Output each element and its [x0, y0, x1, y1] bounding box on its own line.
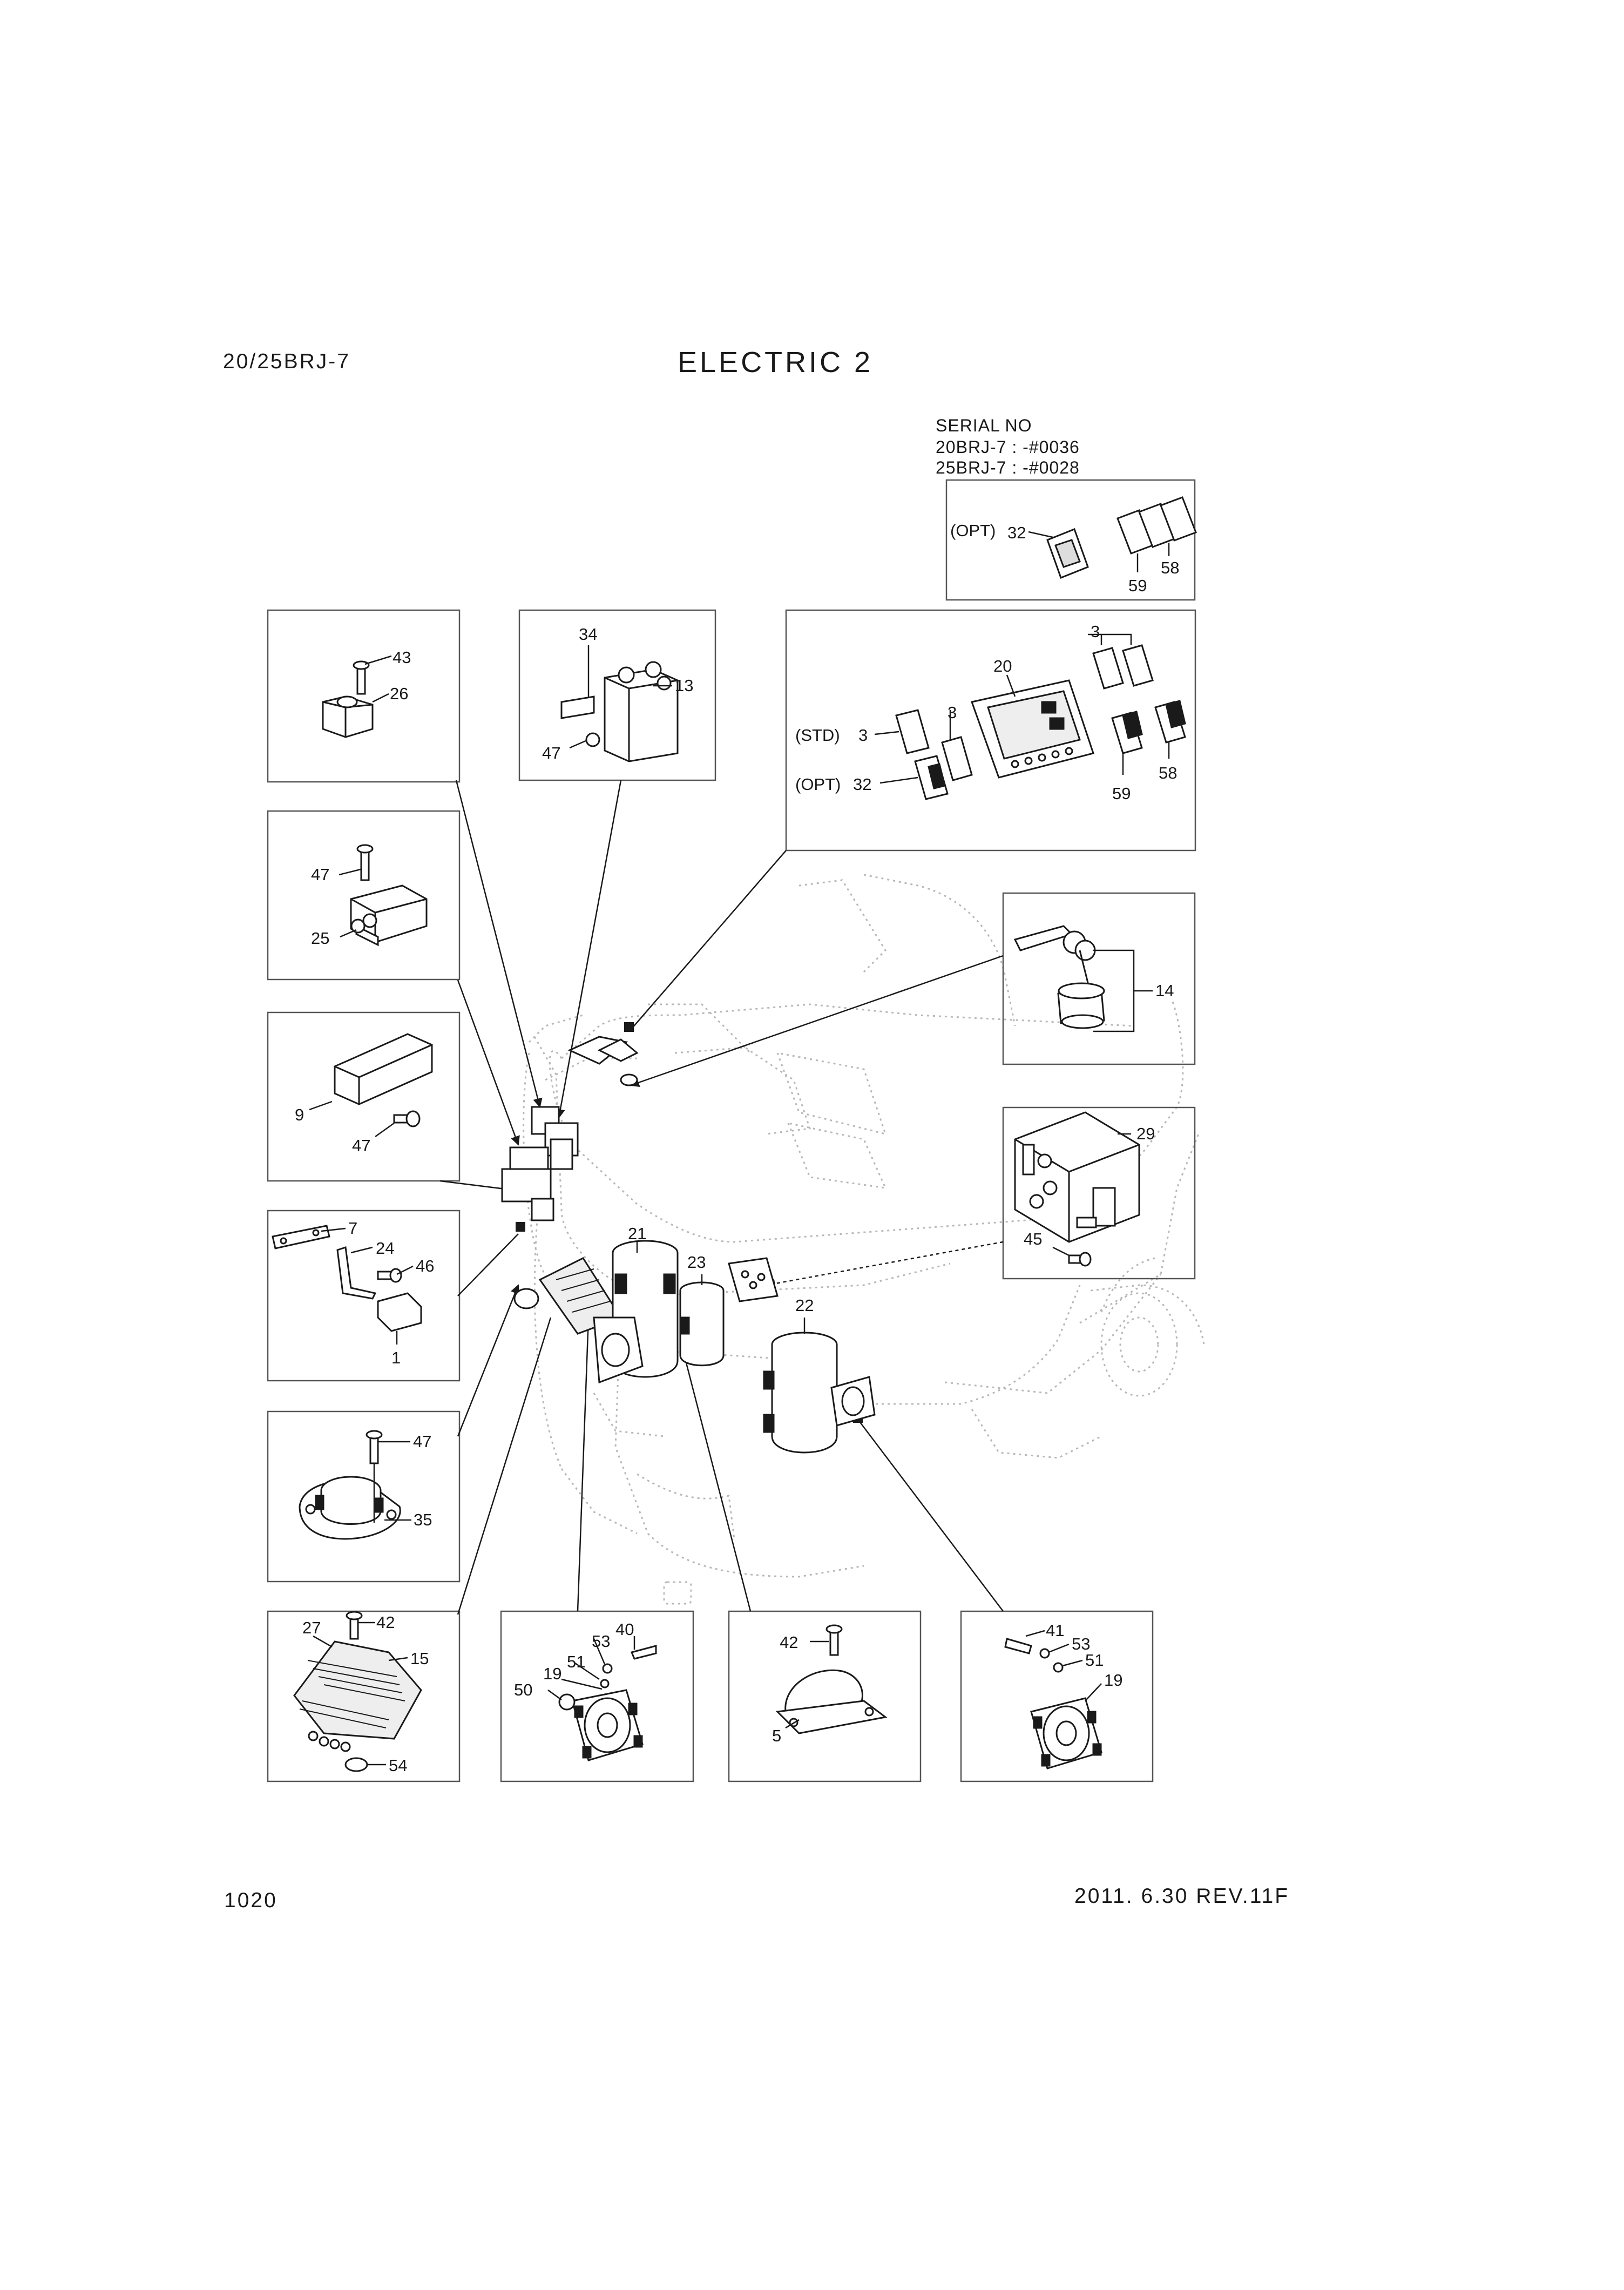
callout-26: 26: [390, 684, 408, 703]
callout-3-mid: 3: [948, 703, 957, 722]
fan-19-left-part: [558, 1645, 657, 1761]
callout-14: 14: [1155, 981, 1174, 1000]
callout-50: 50: [514, 1680, 532, 1699]
callout-13: 13: [675, 676, 693, 695]
serial-line-20brj: 20BRJ-7 : -#0036: [936, 437, 1080, 457]
callout-20: 20: [993, 657, 1012, 675]
leader-lines: [439, 780, 1004, 1615]
callout-42-fuse: 42: [376, 1613, 395, 1632]
relay-25-part: [350, 844, 428, 947]
box-display-20: [785, 609, 1196, 852]
switch-1-part: [272, 1225, 422, 1332]
callout-47-relay: 47: [311, 865, 329, 884]
converter-9-part: [334, 1033, 433, 1127]
callout-3-std: 3: [858, 726, 868, 745]
box-switch-1: [267, 1210, 461, 1382]
callout-53-left: 53: [592, 1632, 610, 1651]
callout-opt-display: (OPT): [795, 775, 841, 794]
callout-23: 23: [687, 1253, 706, 1272]
callout-51-left: 51: [567, 1652, 585, 1671]
callout-32-display: 32: [853, 775, 871, 794]
callout-3-top: 3: [1091, 622, 1100, 641]
callout-std: (STD): [795, 726, 840, 745]
callout-47-converter: 47: [352, 1136, 370, 1155]
box-contactor-13: [518, 609, 716, 781]
fuse-15-part: [293, 1611, 422, 1772]
callout-53-right: 53: [1072, 1634, 1090, 1653]
callout-47: 47: [542, 744, 560, 762]
callout-opt: (OPT): [950, 521, 996, 540]
contactor-part: [560, 661, 679, 762]
callout-43: 43: [393, 648, 411, 667]
truck-components: [501, 1036, 876, 1454]
callout-5: 5: [772, 1726, 781, 1745]
callout-35: 35: [414, 1510, 432, 1529]
key-switch-part: [1013, 925, 1105, 1029]
box-fan-19-left: [500, 1610, 694, 1782]
callout-32: 32: [1007, 523, 1026, 542]
page-number: 1020: [224, 1889, 278, 1912]
model-code: 20/25BRJ-7: [223, 350, 350, 373]
callout-34: 34: [579, 625, 597, 644]
callout-22: 22: [795, 1296, 814, 1315]
callout-59: 59: [1128, 576, 1147, 595]
callout-19-left: 19: [543, 1664, 561, 1683]
display-part: [895, 644, 1186, 800]
callout-27: 27: [302, 1618, 321, 1637]
callout-58: 58: [1161, 558, 1179, 577]
callout-51-right: 51: [1085, 1651, 1104, 1670]
fan-19-right-part: [1004, 1638, 1102, 1769]
page-title: ELECTRIC 2: [678, 346, 874, 379]
serial-option-leaders: [1028, 531, 1170, 572]
serial-heading: SERIAL NO: [936, 416, 1032, 435]
callout-7: 7: [348, 1219, 357, 1238]
buzzer-35-part: [299, 1430, 401, 1540]
callout-21: 21: [628, 1224, 646, 1243]
callout-58-display: 58: [1159, 764, 1177, 782]
box-fan-19-right: [960, 1610, 1154, 1782]
callout-40: 40: [615, 1620, 634, 1639]
box-serial-options: [945, 479, 1196, 601]
callout-41: 41: [1046, 1621, 1064, 1640]
box-buzzer-35: [267, 1410, 461, 1583]
horn-5-part: [775, 1624, 888, 1734]
box-controller-29: [1002, 1106, 1196, 1280]
relay-holder-part: [322, 660, 374, 738]
serial-option-switches: [1046, 496, 1197, 579]
part-boxes: [267, 479, 1196, 1782]
box-converter-9: [267, 1011, 461, 1182]
callout-9: 9: [295, 1105, 304, 1124]
callout-25: 25: [311, 929, 329, 948]
callout-46: 46: [416, 1257, 434, 1275]
box-key-switch-14: [1002, 892, 1196, 1065]
callout-15: 15: [410, 1649, 429, 1668]
box-fuse-15: [267, 1610, 461, 1782]
controller-29-part: [1014, 1111, 1140, 1267]
callout-47-buzzer: 47: [413, 1432, 431, 1451]
callout-24: 24: [376, 1239, 394, 1258]
callout-45: 45: [1024, 1230, 1042, 1248]
box-relay-holder-26: [267, 609, 461, 783]
callout-42-horn: 42: [780, 1633, 798, 1652]
callout-59-display: 59: [1112, 784, 1131, 803]
callout-54: 54: [389, 1756, 407, 1775]
serial-line-25brj: 25BRJ-7 : -#0028: [936, 458, 1080, 477]
revision-date: 2011. 6.30 REV.11F: [1074, 1884, 1290, 1908]
truck-outline: [523, 874, 1205, 1605]
box-relay-25: [267, 810, 461, 981]
box-horn-5: [728, 1610, 922, 1782]
callout-19-right: 19: [1104, 1671, 1122, 1690]
callout-1: 1: [391, 1348, 401, 1367]
callout-29: 29: [1136, 1124, 1155, 1143]
